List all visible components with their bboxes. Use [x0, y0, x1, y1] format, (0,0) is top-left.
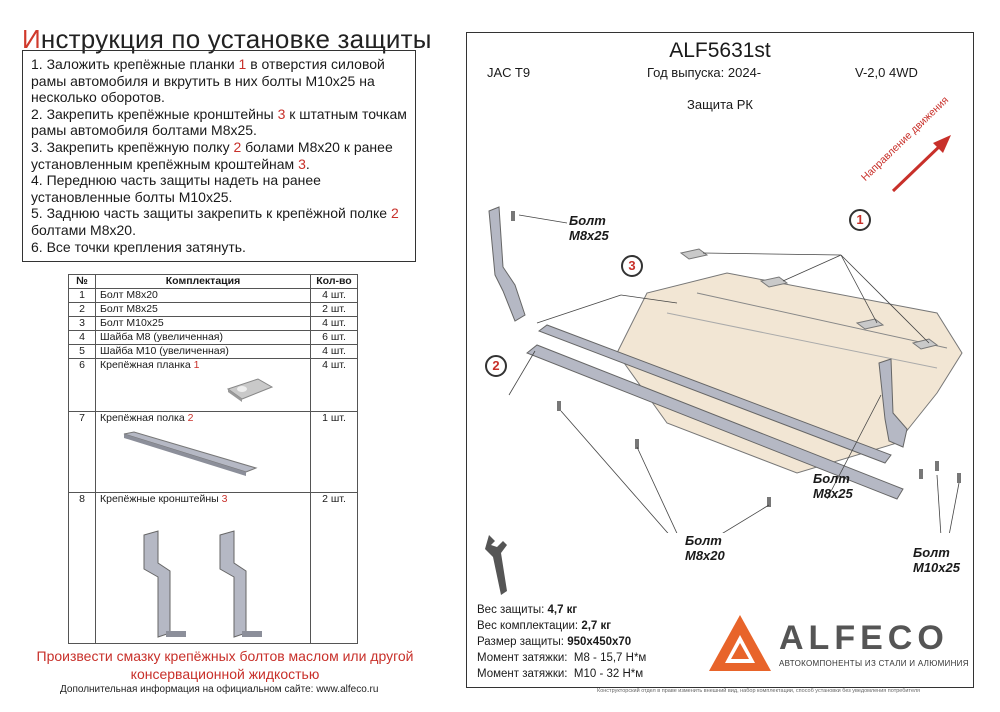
table-row: 8 Крепёжные кронштейны 3 2 шт.: [68, 492, 358, 644]
part-name: Защита РК: [687, 97, 753, 112]
brand-logo: ALFECO АВТОКОМПОНЕНТЫ ИЗ СТАЛИ И АЛЮМИНИ…: [707, 615, 969, 671]
mounting-plate-image: [100, 371, 306, 407]
copyright-note: Конструкторский отдел в праве изменить в…: [597, 688, 921, 694]
step-5: 5. Заднюю часть защиты закрепить к крепё…: [31, 205, 399, 238]
mounting-shelf: [526, 344, 904, 500]
col-qty: Кол-во: [310, 274, 358, 289]
step-1: 1. Заложить крепёжные планки 1 в отверст…: [31, 56, 385, 106]
direction-arrow-icon: [891, 135, 951, 193]
col-number: №: [68, 274, 96, 289]
step-6: 6. Все точки крепления затянуть.: [31, 238, 246, 255]
brackets-image: [100, 505, 306, 639]
table-row: 6 Крепёжная планка 1 4 шт.: [68, 358, 358, 412]
assembly-drawing: [488, 206, 963, 533]
mounting-shelf-image: [100, 424, 306, 488]
bracket-right: [878, 358, 908, 448]
engine-spec: V-2,0 4WD: [855, 65, 918, 80]
wrench-icon: [485, 535, 507, 595]
lubrication-warning: Произвести смазку крепёжных болтов масло…: [36, 648, 414, 682]
bracket-left: [488, 206, 526, 322]
table-row: 7 Крепёжная полка 2 1 шт.: [68, 411, 358, 493]
specifications: Вес защиты: 4,7 кг Вес комплектации: 2,7…: [477, 604, 647, 680]
callout-1: 1: [849, 209, 871, 231]
col-name: Комплектация: [95, 274, 311, 289]
article-number: ALF5631st: [669, 39, 771, 62]
callout-2: 2: [485, 355, 507, 377]
website-info: Дополнительная информация на официальном…: [60, 684, 379, 695]
page-title: Инструкция по установке защиты: [22, 24, 432, 54]
brand-mark-icon: [709, 615, 771, 671]
model-year: Год выпуска: 2024-: [647, 65, 762, 80]
table-header: № Комплектация Кол-во: [68, 274, 358, 289]
step-3: 3. Закрепить крепёжную полку 2 болами М8…: [31, 138, 393, 172]
callout-3: 3: [621, 255, 643, 277]
instructions-box: 1. Заложить крепёжные планки 1 в отверст…: [22, 50, 416, 262]
diagram-panel: ALF5631st JAC T9 Год выпуска: 2024- V-2,…: [466, 32, 974, 694]
step-2: 2. Закрепить крепёжные кронштейны 3 к шт…: [31, 105, 407, 139]
step-4: 4. Переднюю часть защиты надеть на ранее…: [31, 172, 321, 205]
car-model: JAC T9: [487, 65, 531, 80]
